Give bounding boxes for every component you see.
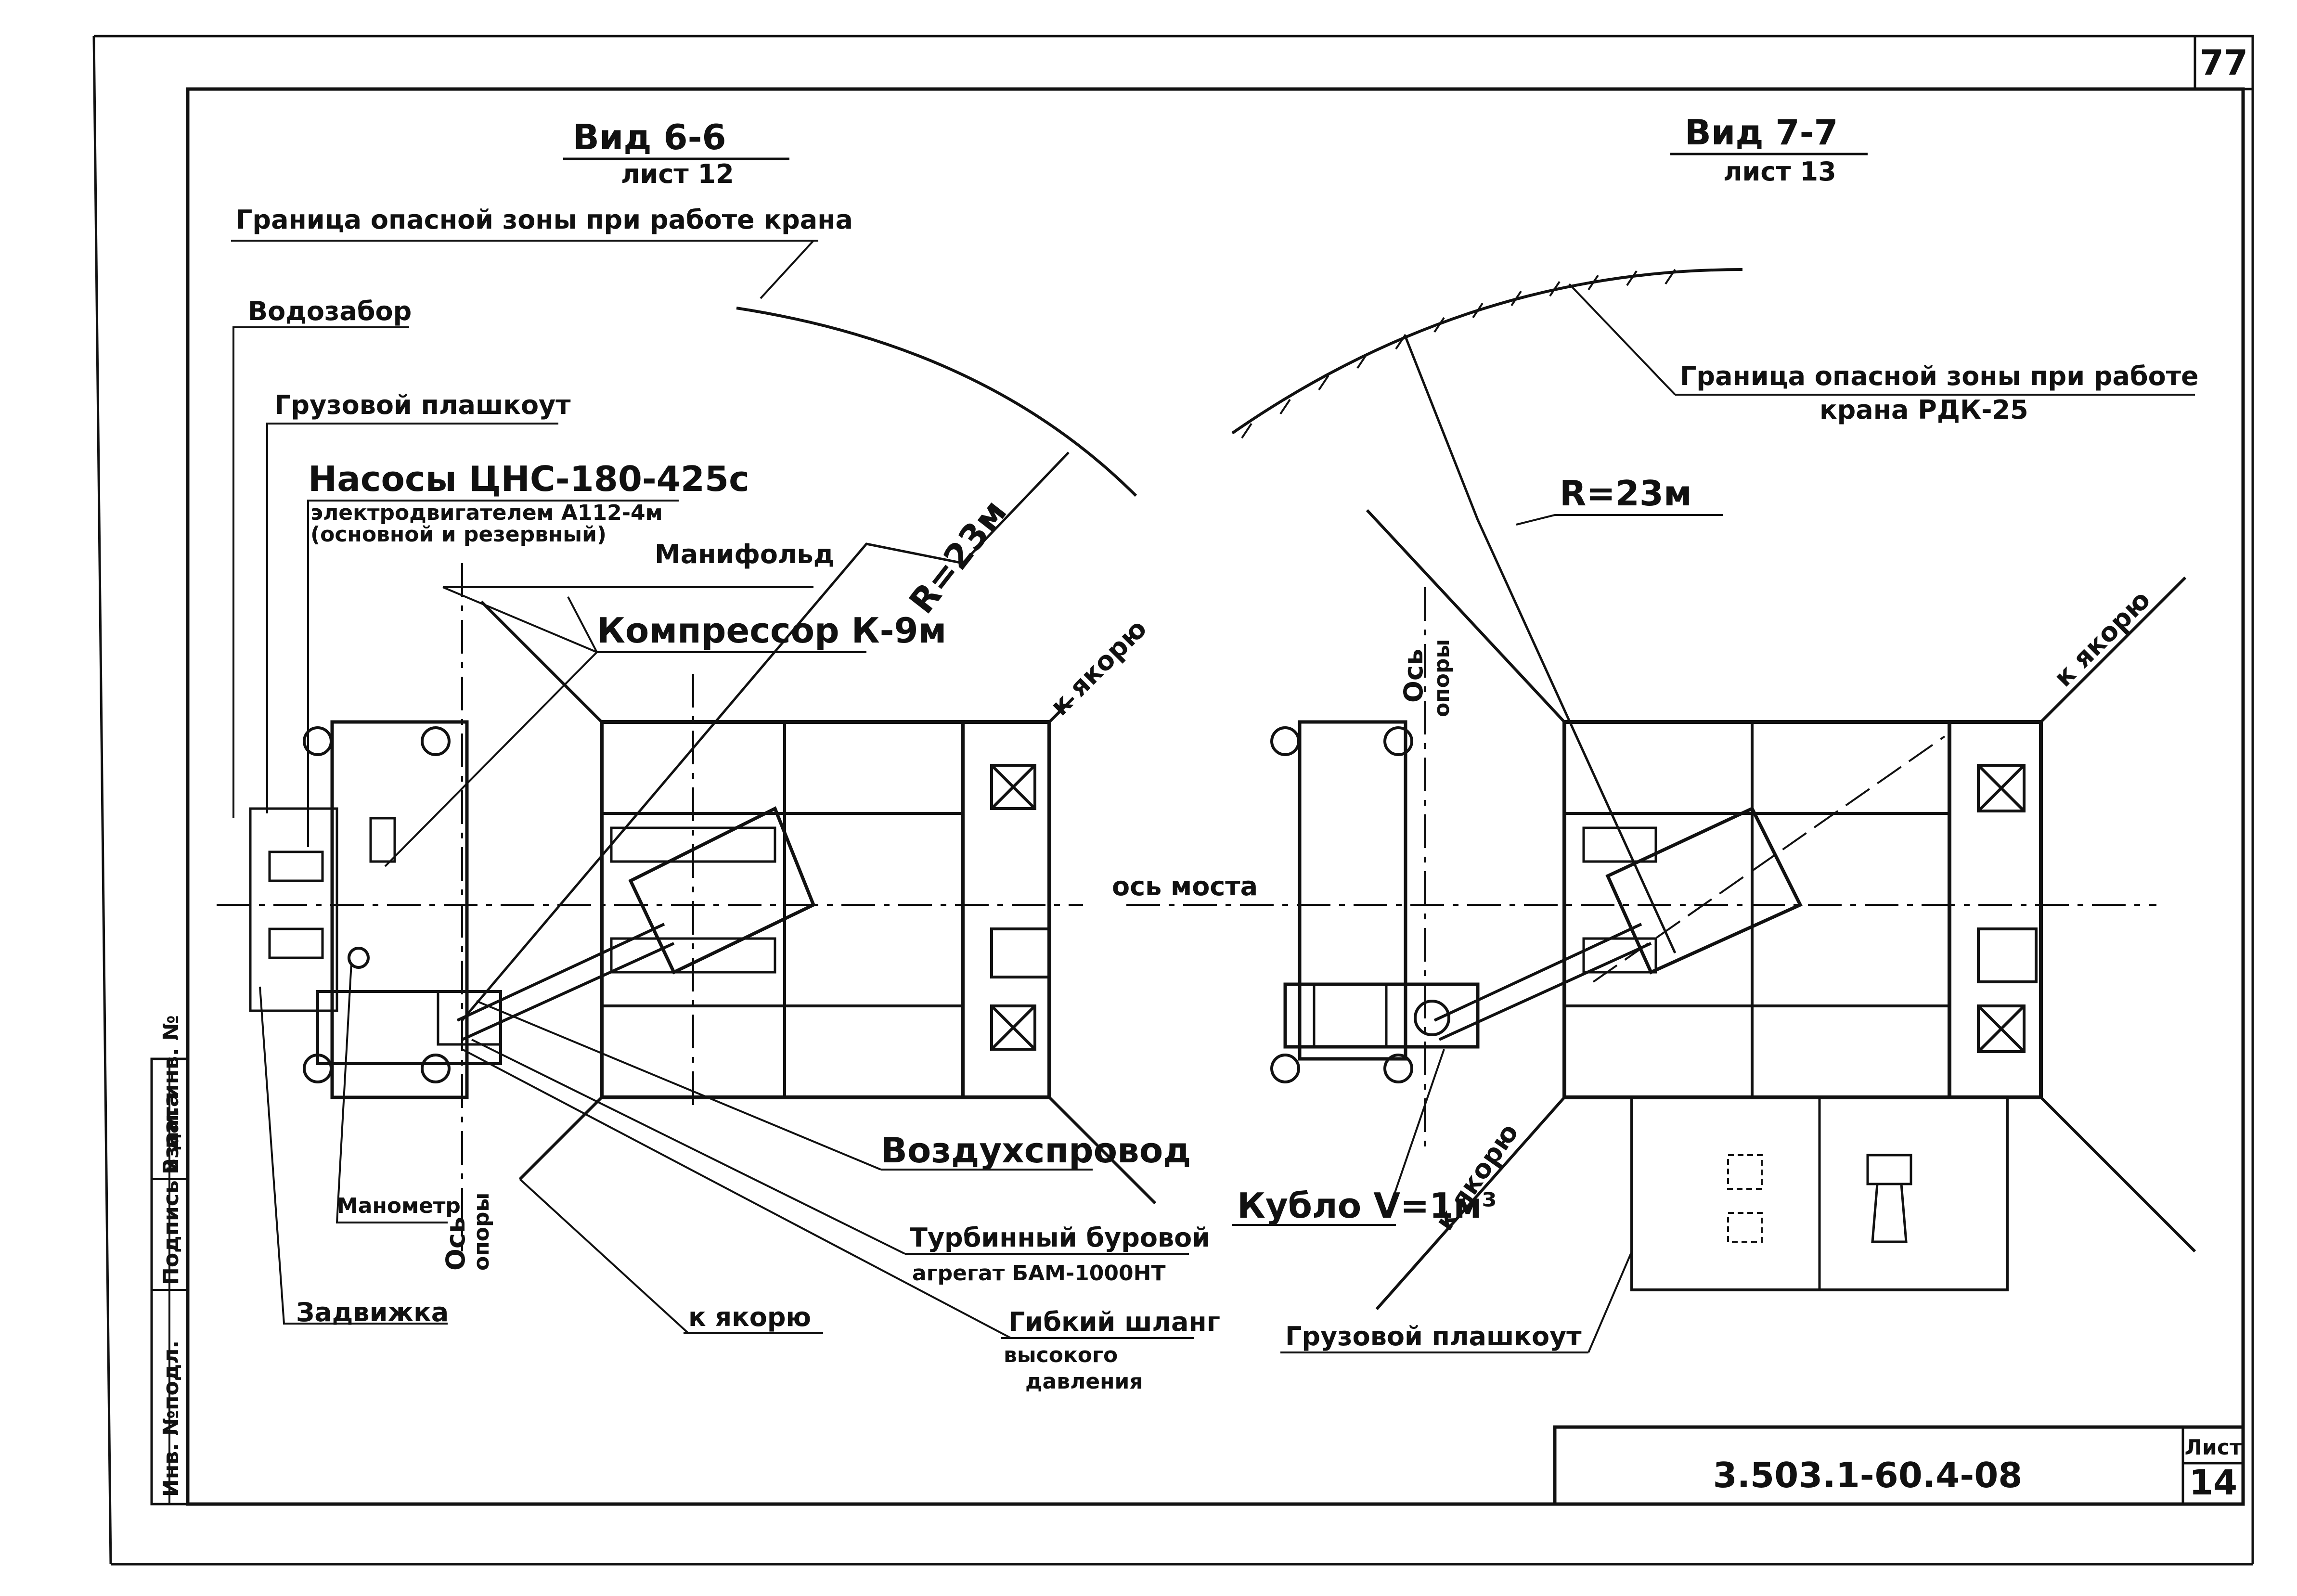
valve-label: Задвижка	[296, 1297, 449, 1327]
turbine-label-line1: Турбинный буровой	[910, 1223, 1210, 1253]
air-line-label: Воздухспровод	[881, 1130, 1191, 1171]
pumps-label-line2: электродвигателем А112-4м	[310, 501, 663, 525]
compressor-label: Компрессор К-9м	[597, 610, 946, 651]
manifold-label: Манифольд	[655, 539, 834, 569]
hose-label-line3: давления	[1025, 1369, 1143, 1394]
view-7-7-title: Вид 7-7	[1685, 112, 1838, 153]
sheet-label: Лист	[2185, 1435, 2242, 1460]
view-7-7-sheet-ref: лист 13	[1723, 156, 1836, 187]
view-6-6-sheet-ref: лист 12	[621, 159, 734, 189]
turbine-label-line2: агрегат БАМ-1000НТ	[912, 1261, 1165, 1286]
pumps-label-line3: (основной и резервный)	[310, 522, 607, 547]
document-code: 3.503.1-60.4-08	[1713, 1455, 2023, 1495]
cargo-barge-label-right: Грузовой плашкоут	[1285, 1321, 1582, 1351]
manometer-label: Манометр	[337, 1194, 461, 1218]
danger-zone-label-right-line1: Граница опасной зоны при работе	[1680, 361, 2199, 391]
to-anchor-top-left: к якорю	[1045, 613, 1153, 721]
support-axis-right-line1: Ось	[1398, 649, 1429, 703]
page-number: 77	[2200, 42, 2248, 83]
stamp-signature-date: Подпись и дата	[159, 1093, 183, 1285]
hose-label-line1: Гибкий шланг	[1008, 1307, 1220, 1337]
stamp-inv-original: Инв. №подл.	[159, 1340, 183, 1497]
water-intake-label: Водозабор	[248, 296, 412, 326]
bucket-label: Кубло V=1м³	[1237, 1185, 1497, 1226]
danger-zone-label-left: Граница опасной зоны при работе крана	[236, 205, 853, 235]
support-axis-left-line2: опоры	[469, 1193, 494, 1271]
sheet-number: 14	[2189, 1462, 2237, 1503]
danger-zone-label-right-line2: крана РДК-25	[1820, 395, 2028, 425]
bridge-axis-label: ось моста	[1112, 871, 1258, 901]
view-6-6-title: Вид 6-6	[573, 117, 726, 157]
support-axis-right-line2: опоры	[1430, 639, 1454, 717]
stamp-replaced-inv: Взам. инв. №	[159, 1015, 183, 1174]
radius-label-right: R=23м	[1560, 473, 1692, 514]
hose-label-line2: высокого	[1004, 1343, 1118, 1367]
sheet-frame	[92, 35, 2254, 1566]
pumps-label-line1: Насосы ЦНС-180-425с	[308, 459, 749, 499]
support-axis-left-line1: Ось	[440, 1217, 471, 1271]
to-anchor-top-right: к якорю	[2048, 584, 2156, 693]
radius-label-left: R=23м	[901, 492, 1014, 621]
cargo-barge-label-left: Грузовой плашкоут	[274, 390, 571, 420]
view-7-7-drawing	[1126, 268, 2196, 1353]
to-anchor-bottom-left: к якорю	[688, 1302, 811, 1332]
